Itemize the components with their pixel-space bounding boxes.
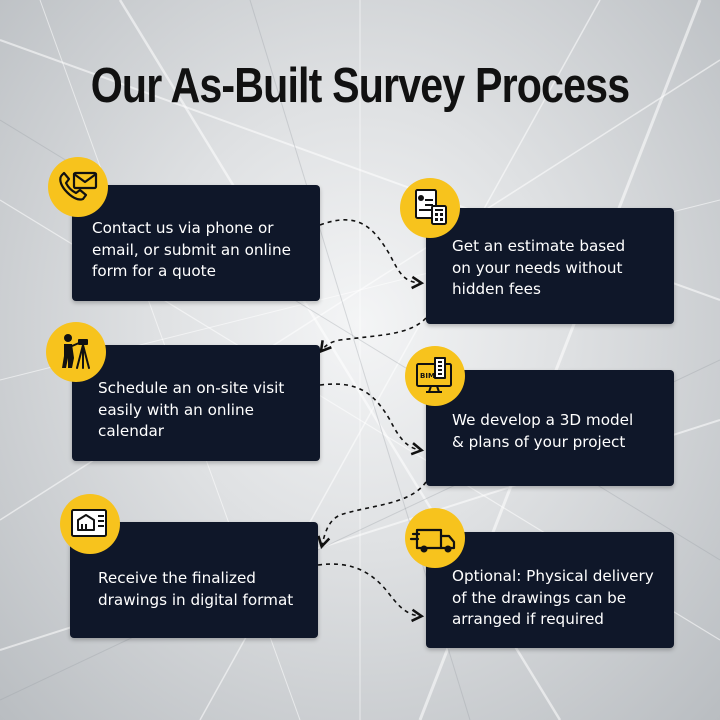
connector-2-3 [319,317,427,354]
phone-email-icon [59,171,98,201]
step-card-4 [426,370,674,486]
surveyor-tripod-icon [62,334,90,369]
step-2-text: Get an estimate based on your needs with… [452,237,626,298]
blueprint-drawing-icon [71,509,107,537]
step-1-badge [48,157,108,217]
step-3-text: Schedule an on-site visit easily with an… [98,379,285,440]
step-4-badge: BIM [405,346,465,406]
step-4-text: We develop a 3D model & plans of your pr… [452,411,634,451]
bim-monitor-icon: BIM [416,357,452,393]
step-6-text: Optional: Physical delivery of the drawi… [452,567,654,628]
bim-label: BIM [420,372,435,380]
step-card-2 [426,208,674,324]
step-3-badge [46,322,106,382]
delivery-truck-icon [409,528,456,553]
connector-3-4 [319,383,425,456]
calculator-estimate-icon [415,189,447,225]
step-card-3 [72,345,320,461]
connector-4-5 [317,481,427,550]
step-5-text: Receive the finalized drawings in digita… [98,569,294,609]
step-6-badge [405,508,465,568]
step-1-text: Contact us via phone or email, or submit… [92,219,291,280]
connector-5-6 [317,563,425,623]
step-2-badge [400,178,460,238]
step-card-6 [426,532,674,648]
step-5-badge [60,494,120,554]
connector-1-2 [319,219,425,290]
step-card-1 [72,185,320,301]
page-title: Our As-Built Survey Process [90,59,630,113]
